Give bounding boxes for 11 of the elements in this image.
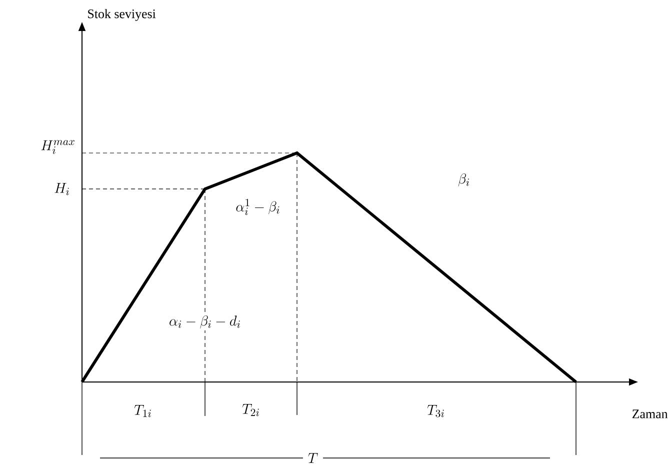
axis-label: $H_i^{max}$ (41, 140, 74, 154)
axis-title: Stok seviyesi (88, 9, 156, 21)
dimension-label: $T$ (308, 453, 318, 463)
interval-label: $T_{2i}$ (242, 404, 259, 416)
slope-label: $\beta_i$ (458, 173, 470, 186)
interval-label: $T_{3i}$ (427, 405, 444, 418)
slope-label: $\alpha_i - \beta_i - d_i$ (167, 314, 243, 330)
interval-label: $T_{1i}$ (134, 405, 151, 418)
slope-label: $\alpha_i^1 - \beta_i$ (236, 198, 280, 216)
axis-title: Zaman (632, 410, 668, 418)
axis-label: $H_i$ (54, 182, 69, 196)
